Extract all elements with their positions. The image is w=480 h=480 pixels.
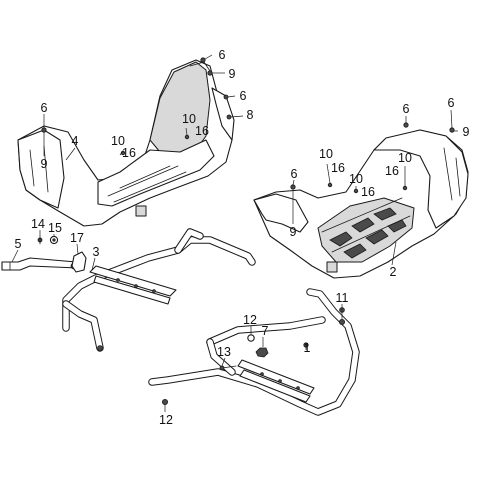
callout-4: 4 [72,134,79,148]
left-footrest-frame-part-3 [62,228,256,352]
callout-16: 16 [361,185,375,199]
callout-9: 9 [463,125,470,139]
callout-16: 16 [331,161,345,175]
callout-10: 10 [349,172,363,186]
callout-6: 6 [41,101,48,115]
callout-7: 7 [262,324,269,338]
hardware-12-7-13-11 [161,318,345,405]
callout-8: 8 [247,108,254,122]
callout-12: 12 [159,413,173,427]
hardware-14-15-17 [37,235,87,273]
callout-13: 13 [217,345,231,359]
callout-5: 5 [15,237,22,251]
callout-6: 6 [291,167,298,181]
callout-2: 2 [390,265,397,279]
callout-10: 10 [182,112,196,126]
callout-9: 9 [290,225,297,239]
right-footwell-part-2 [253,122,469,313]
callout-1: 1 [304,341,311,355]
callout-16: 16 [195,124,209,138]
callout-11: 11 [336,291,349,305]
callout-15: 15 [48,221,62,235]
callout-16: 16 [385,164,399,178]
callout-6: 6 [219,48,226,62]
callout-9: 9 [41,157,48,171]
right-footrest-frame-part-1 [148,288,360,416]
callout-12: 12 [243,313,257,327]
callout-6: 6 [403,102,410,116]
callout-10: 10 [111,134,125,148]
callout-16: 16 [122,146,136,160]
callout-3: 3 [93,245,100,259]
callout-10: 10 [319,147,333,161]
callout-6: 6 [240,89,247,103]
callout-9: 9 [229,67,236,81]
callout-10: 10 [398,151,412,165]
left-footwell-part-4 [17,57,235,227]
leader-lines [11,54,458,412]
callout-6: 6 [448,96,455,110]
callout-labels: 6 9 6 8 6 4 9 10 16 10 16 6 6 9 10 16 10… [15,48,470,427]
callout-17: 17 [70,231,84,245]
callout-14: 14 [31,217,45,231]
